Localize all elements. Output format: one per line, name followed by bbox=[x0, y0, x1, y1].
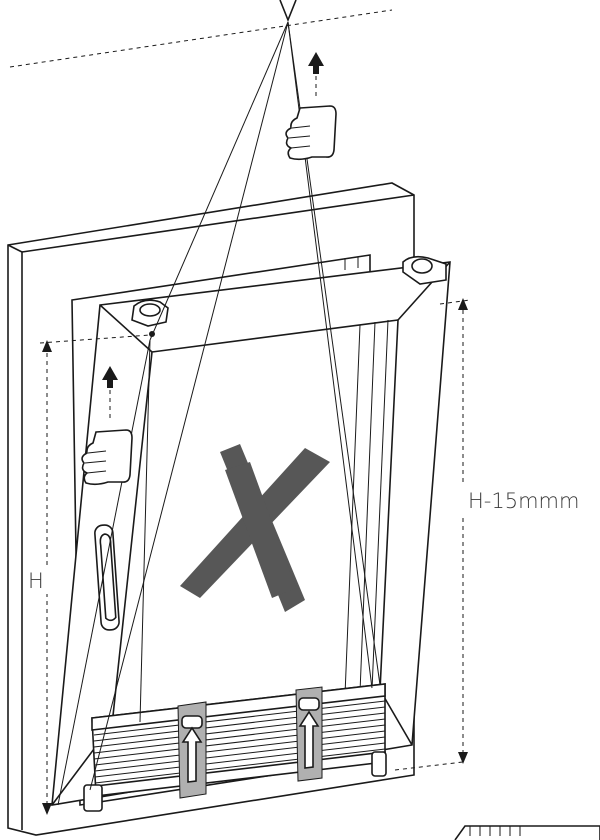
hand-pull-up-icon bbox=[81, 366, 133, 486]
bracket-clip-icon bbox=[402, 255, 447, 285]
strap-left bbox=[177, 701, 207, 799]
height-dimension: H bbox=[28, 334, 151, 815]
cross-mark-icon bbox=[180, 444, 330, 612]
arrow-up-icon bbox=[181, 726, 203, 783]
cords bbox=[57, 21, 381, 806]
height-minus-dimension: H-15mmm bbox=[394, 298, 595, 771]
hand-pull-up-icon bbox=[285, 52, 337, 161]
height-label: H bbox=[28, 569, 44, 593]
ceiling-hook-icon bbox=[279, 0, 297, 23]
strap-right bbox=[295, 686, 323, 782]
arrow-up-icon bbox=[298, 710, 320, 769]
height-minus-label: H-15mmm bbox=[468, 489, 579, 513]
tool-icon bbox=[454, 825, 600, 840]
top-dashed-guideline bbox=[9, 9, 393, 68]
window-handle-icon bbox=[94, 524, 120, 631]
